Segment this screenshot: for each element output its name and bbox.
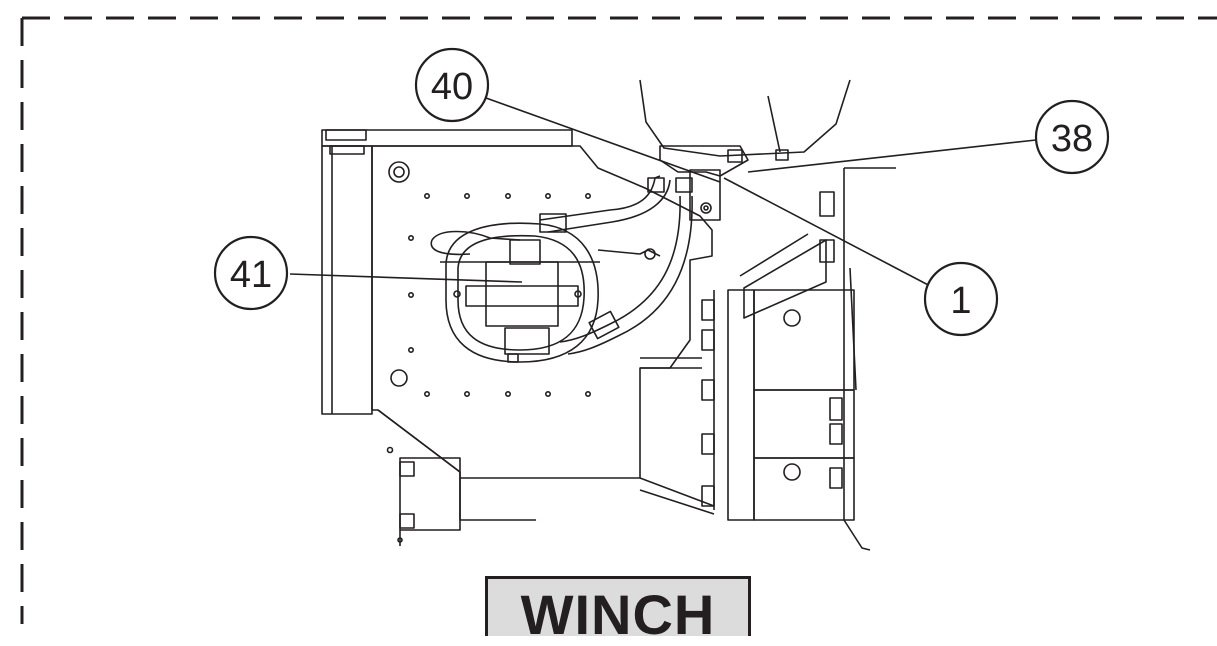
callout-balloon-41: 41 [213, 235, 289, 311]
callout-label-1: 1 [950, 280, 971, 322]
callout-label-38: 38 [1051, 118, 1093, 160]
callout-leaders [289, 97, 1037, 289]
technical-diagram: 40 38 41 1 [20, 16, 1217, 624]
callout-balloon-38: 38 [1034, 99, 1110, 175]
callout-label-41: 41 [230, 254, 272, 296]
callout-label-40: 40 [431, 66, 473, 108]
section-label-box: WINCH [485, 576, 751, 643]
callout-balloon-1: 1 [923, 261, 999, 337]
winch-assembly-drawing [321, 79, 896, 551]
section-label: WINCH [520, 583, 716, 646]
callout-balloon-40: 40 [414, 47, 490, 123]
dashed-border-frame [20, 16, 1217, 624]
